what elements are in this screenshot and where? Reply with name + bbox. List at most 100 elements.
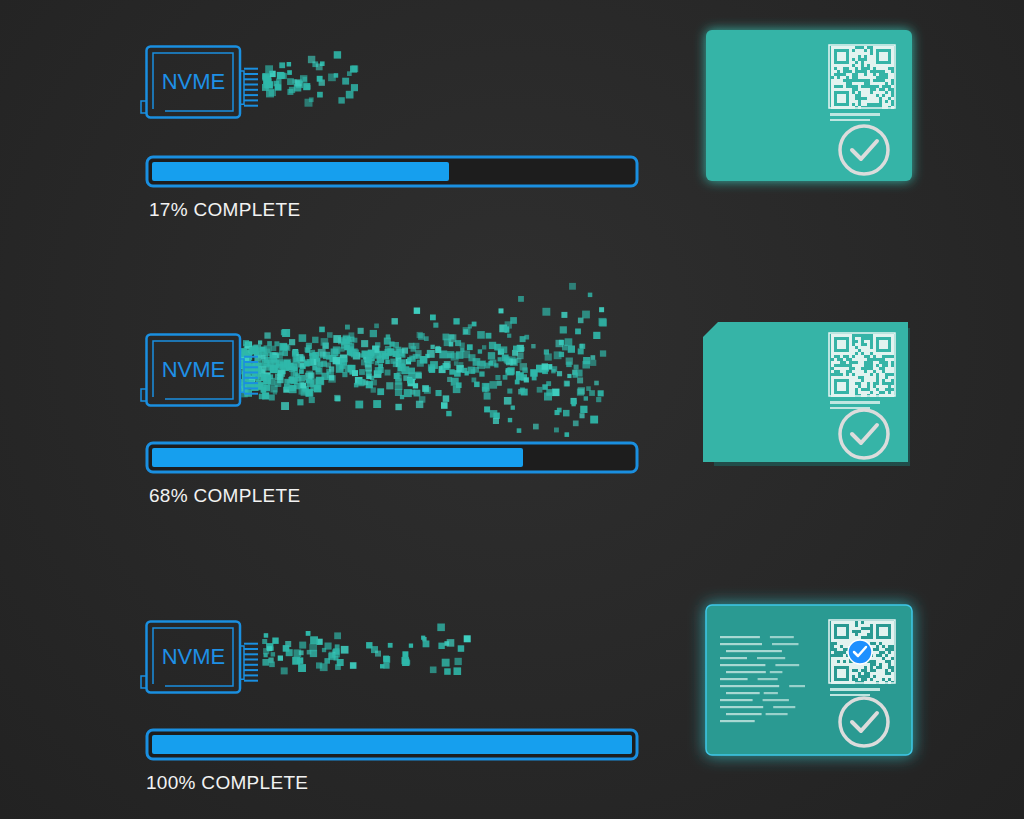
qr-module — [849, 337, 852, 340]
qr-module — [858, 391, 861, 394]
data-particle — [351, 350, 359, 358]
data-particle — [328, 74, 336, 82]
qr-module — [855, 370, 858, 373]
data-particle — [289, 87, 295, 93]
qr-module — [840, 46, 843, 49]
card-text-line — [720, 685, 779, 687]
qr-module — [873, 352, 876, 355]
data-particle — [249, 347, 255, 353]
qr-module — [858, 364, 861, 367]
qr-module — [876, 334, 879, 337]
chip-tab — [141, 101, 147, 113]
data-particle — [338, 97, 344, 103]
qr-module — [876, 642, 879, 645]
qr-module — [843, 382, 846, 385]
qr-module — [885, 46, 888, 49]
qr-module — [885, 70, 888, 73]
data-particle — [306, 379, 310, 383]
qr-module — [867, 61, 870, 64]
qr-module — [831, 64, 834, 67]
qr-module — [879, 621, 882, 624]
qr-module — [843, 645, 846, 648]
qr-module — [840, 355, 843, 358]
qr-module — [840, 657, 843, 660]
data-particle — [520, 388, 525, 393]
qr-module — [891, 352, 894, 355]
qr-module — [834, 660, 837, 663]
data-particle — [279, 62, 285, 68]
qr-module — [879, 364, 882, 367]
qr-module — [852, 672, 855, 675]
qr-module — [870, 67, 873, 70]
qr-module — [831, 388, 834, 391]
qr-module — [831, 660, 834, 663]
verification-card — [706, 30, 912, 181]
qr-module — [891, 376, 894, 379]
qr-module — [834, 79, 837, 82]
chip-connector — [240, 646, 244, 679]
qr-module — [882, 385, 885, 388]
data-particle — [377, 388, 384, 395]
qr-module — [879, 388, 882, 391]
data-particle — [321, 361, 326, 366]
data-particle — [334, 632, 341, 639]
qr-module — [855, 358, 858, 361]
data-particle — [593, 332, 600, 339]
card-text-line — [775, 664, 799, 666]
data-particle — [463, 327, 471, 335]
qr-module — [885, 675, 888, 678]
qr-module — [843, 633, 846, 636]
qr-module — [834, 70, 837, 73]
qr-module — [846, 642, 849, 645]
qr-module — [891, 394, 894, 397]
qr-module — [831, 672, 834, 675]
data-particle — [265, 65, 273, 73]
data-particle — [504, 326, 509, 331]
qr-module — [831, 97, 834, 100]
qr-module — [837, 669, 840, 672]
qr-code — [831, 334, 894, 397]
qr-module — [831, 73, 834, 76]
data-particle — [573, 421, 579, 427]
qr-module — [849, 624, 852, 627]
data-particle — [566, 362, 572, 368]
qr-module — [831, 58, 834, 61]
qr-module — [876, 675, 879, 678]
qr-module — [870, 55, 873, 58]
qr-module — [879, 52, 882, 55]
data-particle — [542, 363, 548, 369]
data-particle — [524, 377, 529, 382]
qr-module — [891, 675, 894, 678]
qr-module — [840, 52, 843, 55]
qr-module — [873, 639, 876, 642]
data-particle — [522, 367, 528, 373]
qr-module — [849, 355, 852, 358]
data-particle — [333, 346, 341, 354]
qr-module — [873, 633, 876, 636]
qr-module — [843, 370, 846, 373]
qr-module — [870, 370, 873, 373]
qr-module — [852, 46, 855, 49]
qr-module — [876, 385, 879, 388]
qr-module — [885, 340, 888, 343]
qr-module — [840, 385, 843, 388]
qr-module — [864, 103, 867, 106]
data-particle — [383, 656, 389, 662]
qr-module — [888, 64, 891, 67]
qr-module — [837, 394, 840, 397]
qr-module — [891, 367, 894, 370]
qr-module — [864, 349, 867, 352]
qr-module — [873, 645, 876, 648]
qr-module — [867, 666, 870, 669]
card-text-line — [764, 692, 778, 694]
qr-module — [849, 346, 852, 349]
data-particle — [500, 346, 507, 353]
qr-module — [864, 340, 867, 343]
chip-body — [147, 622, 241, 693]
qr-module — [861, 103, 864, 106]
card-text-line — [763, 699, 789, 701]
data-particle — [504, 397, 512, 405]
qr-module — [834, 88, 837, 91]
qr-module — [837, 367, 840, 370]
qr-module — [852, 681, 855, 684]
